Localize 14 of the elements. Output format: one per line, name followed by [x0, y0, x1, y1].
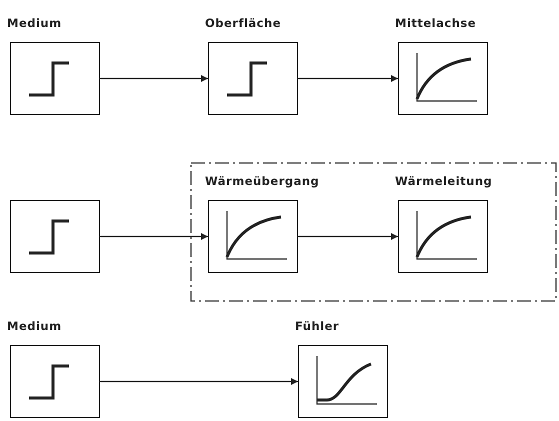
arrow — [298, 75, 398, 82]
arrow — [298, 233, 398, 240]
arrow — [100, 233, 208, 240]
block-heading: Wärmeleitung — [395, 174, 492, 188]
block-heading: Medium — [7, 16, 62, 30]
block-heading: Oberfläche — [205, 16, 281, 30]
dash-dot-frame — [190, 162, 557, 302]
block-heading: Wärmeübergang — [205, 174, 320, 188]
block-heading: Medium — [7, 319, 62, 333]
arrow — [100, 75, 208, 82]
transfer-block — [10, 200, 100, 273]
block-heading: Mittelachse — [395, 16, 476, 30]
arrow — [100, 378, 298, 385]
block-heading: Fühler — [295, 319, 340, 333]
